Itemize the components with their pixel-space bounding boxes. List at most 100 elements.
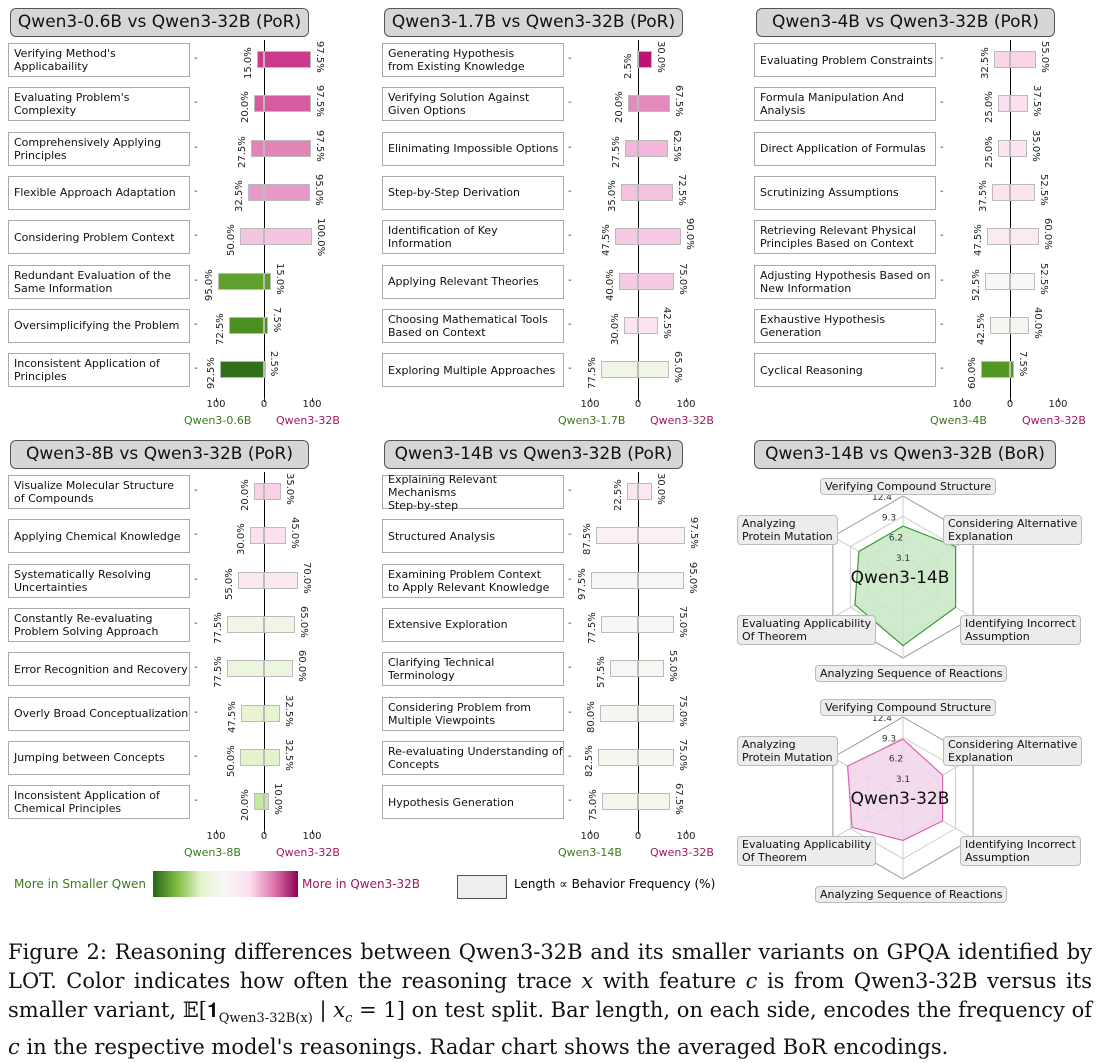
- pct-label-larger: 75.0%: [677, 262, 688, 295]
- tick-mark: -: [568, 750, 572, 762]
- bar-smaller-model: [226, 660, 264, 678]
- behavior-label: Visualize Molecular Structure of Compoun…: [8, 475, 190, 509]
- large-model-label: Qwen3-32B: [650, 846, 714, 859]
- pct-label-smaller: 35.0%: [607, 180, 619, 212]
- behavior-label: Overly Broad Conceptualization: [8, 696, 190, 731]
- radar-axis-label: Evaluating Applicability Of Theorem: [737, 836, 877, 866]
- pct-label-larger: 15.0%: [274, 262, 286, 295]
- zero-axis-line: [1010, 40, 1011, 398]
- bar-smaller-model: [984, 272, 1010, 290]
- pct-label-larger: 30.0%: [655, 41, 667, 73]
- radar-axis-label: Analyzing Sequence of Reactions: [815, 665, 1008, 682]
- tick-mark: -: [194, 141, 198, 153]
- bar-smaller-model: [981, 361, 1010, 379]
- bar-larger-model: [638, 361, 670, 379]
- bar-smaller-model: [624, 139, 638, 157]
- bar-smaller-model: [237, 571, 264, 589]
- zero-axis-line: [638, 40, 639, 398]
- behavior-label: Evaluating Problem Constraints: [754, 43, 936, 77]
- behavior-label: Redundant Evaluation of the Same Informa…: [8, 264, 190, 299]
- tick-mark: -: [194, 485, 198, 496]
- large-model-label: Qwen3-32B: [1022, 414, 1086, 427]
- axis-tick-label: 100: [302, 831, 322, 842]
- behavior-label: Inconsistent Application of Principles: [8, 353, 190, 388]
- pct-label-larger: 40.0%: [1032, 306, 1044, 339]
- pct-label-larger: 75.0%: [677, 738, 688, 771]
- radar-axis-label: Verifying Compound Structure: [820, 699, 997, 716]
- pct-label-larger: 97.5%: [313, 129, 325, 162]
- legend-larger-label: More in Qwen3-32B: [302, 877, 421, 891]
- axis-tick-label: 100: [676, 831, 696, 842]
- axis-tick-label: 100: [580, 399, 600, 410]
- tick-mark: -: [940, 53, 944, 64]
- radar-series-name: Qwen3-32B: [851, 789, 950, 809]
- bar-larger-model: [638, 139, 668, 157]
- radar-svg: 3.16.29.312.4Qwen3-14B3.16.29.312.4Qwen3…: [832, 493, 974, 880]
- behavior-label: Exploring Multiple Approaches: [382, 353, 564, 388]
- axis-tick-label: 100: [676, 399, 696, 410]
- pct-label-larger: 100.0%: [315, 218, 326, 257]
- behavior-label: Verifying Solution Against Given Options: [382, 87, 564, 122]
- tick-mark: -: [568, 185, 572, 197]
- behavior-label: Explaining Relevant Mechanisms Step-by-s…: [382, 473, 564, 512]
- axis-tick-label: 0: [260, 399, 268, 410]
- pct-label-smaller: 25.0%: [984, 135, 995, 168]
- bar-smaller-model: [218, 272, 264, 290]
- tick-mark: -: [940, 363, 944, 375]
- tick-mark: -: [568, 529, 572, 541]
- axis-tick-label: 0: [634, 831, 642, 842]
- pct-label-larger: 55.0%: [667, 650, 679, 682]
- pct-label-smaller: 57.5%: [596, 656, 608, 689]
- axis-tick-label: 100: [1048, 399, 1068, 410]
- caption-math: 𝔼[𝟏: [182, 998, 219, 1022]
- tick-mark: -: [568, 795, 572, 807]
- tick-mark: -: [194, 573, 198, 585]
- bar-larger-model: [638, 483, 653, 500]
- pct-label-smaller: 87.5%: [582, 523, 593, 556]
- radar-series-Qwen3-14B: [854, 525, 957, 647]
- behavior-label: Flexible Approach Adaptation: [8, 175, 190, 210]
- length-legend-label: Length ∝ Behavior Frequency (%): [514, 877, 716, 891]
- pct-label-larger: 67.5%: [673, 783, 685, 815]
- axis-tick: [686, 830, 687, 834]
- pct-label-larger: 7.5%: [270, 306, 282, 333]
- bar-larger-model: [638, 704, 674, 722]
- bar-smaller-model: [248, 183, 264, 201]
- axis-tick: [264, 830, 265, 834]
- axis-tick: [312, 830, 313, 834]
- behavior-label: Constantly Re-evaluating Problem Solving…: [8, 607, 190, 642]
- bar-smaller-model: [599, 704, 638, 722]
- bar-larger-model: [638, 748, 674, 766]
- bar-larger-model: [264, 660, 293, 678]
- pct-label-smaller: 42.5%: [975, 313, 987, 345]
- colorbar: [153, 871, 298, 897]
- pct-label-smaller: 52.5%: [970, 268, 982, 301]
- bar-larger-model: [638, 272, 674, 290]
- pct-label-smaller: 47.5%: [973, 224, 985, 257]
- behavior-label: Hypothesis Generation: [382, 785, 564, 820]
- bar-smaller-model: [254, 483, 264, 500]
- bar-larger-model: [638, 51, 653, 68]
- behavior-label: Applying Relevant Theories: [382, 264, 564, 299]
- caption-var: c: [8, 1035, 20, 1060]
- axis-tick: [216, 398, 217, 402]
- behavior-label: Exhaustive Hypothesis Generation: [754, 308, 936, 343]
- bar-smaller-model: [621, 183, 638, 201]
- small-model-label: Qwen3-1.7B: [558, 414, 626, 427]
- bar-smaller-model: [987, 228, 1010, 246]
- pct-label-smaller: 47.5%: [227, 700, 239, 733]
- tick-mark: -: [194, 53, 198, 64]
- bar-smaller-model: [250, 139, 264, 157]
- bar-larger-model: [264, 748, 280, 766]
- tick-mark: -: [568, 363, 572, 375]
- tick-mark: -: [568, 53, 572, 64]
- bar-larger-model: [638, 228, 682, 246]
- bar-smaller-model: [628, 95, 638, 113]
- bar-larger-model: [638, 316, 659, 334]
- bar-smaller-model: [602, 793, 638, 811]
- behavior-label: Elinimating Impossible Options: [382, 131, 564, 166]
- caption-text: with feature: [593, 969, 746, 993]
- bar-smaller-model: [610, 660, 638, 678]
- caption-math: = 1]: [352, 998, 405, 1022]
- bar-smaller-model: [618, 272, 638, 290]
